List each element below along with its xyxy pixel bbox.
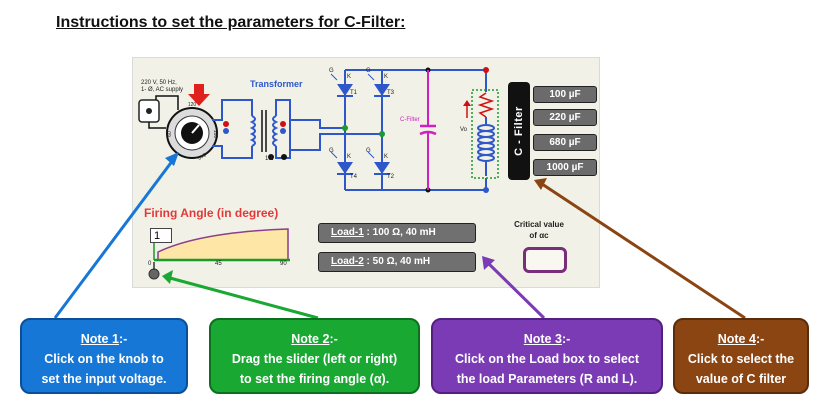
knob-tick-label: 180 — [212, 130, 218, 139]
resistor-icon — [477, 92, 495, 118]
svg-text:K: K — [384, 74, 388, 80]
load-1-button[interactable]: Load-1 : 100 Ω, 40 mH — [318, 223, 476, 243]
note-3: Note 3:- Click on the Load box to select… — [431, 318, 663, 394]
svg-text:45: 45 — [215, 261, 222, 267]
svg-text:K: K — [384, 154, 388, 160]
thyristor-t1-icon: G K T1 — [329, 68, 358, 97]
note-3-line2: the load Parameters (R and L). — [456, 372, 638, 386]
svg-text:T4: T4 — [350, 174, 358, 180]
load-2-params: : 50 Ω, 40 mH — [363, 256, 431, 267]
c-filter-label: C - Filter — [508, 82, 530, 180]
knob-tick-label: 60 — [167, 131, 173, 137]
note-4-suffix: :- — [755, 332, 765, 346]
capacitor-100uf-button[interactable]: 100 µF — [533, 86, 597, 103]
svg-text:T3: T3 — [387, 90, 395, 96]
ratio-label: 1:1 — [265, 156, 274, 162]
note-2-line1: Drag the slider (left or right) — [231, 352, 398, 366]
note-2-line2: to set the firing angle (α). — [239, 372, 390, 386]
svg-text:0: 0 — [148, 261, 152, 267]
note3-arrow — [482, 256, 546, 320]
vo-label: Vo — [460, 127, 468, 133]
note-2-heading: Note 2 — [291, 332, 330, 346]
knob-tick-label: 240 — [196, 151, 206, 160]
load-2-button[interactable]: Load-2 : 50 Ω, 40 mH — [318, 252, 476, 272]
load-1-params: : 100 Ω, 40 mH — [363, 227, 436, 238]
capacitor-220uf-button[interactable]: 220 µF — [533, 109, 597, 126]
note-1-line2: set the input voltage. — [41, 372, 167, 386]
capacitor-1000uf-button[interactable]: 1000 µF — [533, 159, 597, 176]
page-title: Instructions to set the parameters for C… — [56, 14, 406, 31]
supply-label-line1: 220 V, 50 Hz, — [141, 80, 177, 86]
load-dotted-box — [471, 89, 499, 179]
transformer-label: Transformer — [250, 79, 303, 89]
inductor-icon — [477, 117, 495, 176]
note-3-suffix: :- — [561, 332, 571, 346]
note-1: Note 1:- Click on the knob to set the in… — [20, 318, 188, 394]
note-4-line1: Click to select the — [687, 352, 795, 366]
note-1-suffix: :- — [118, 332, 128, 346]
critical-label-line2: of αc — [529, 231, 549, 240]
svg-text:K: K — [347, 154, 351, 160]
note-4-heading: Note 4 — [717, 332, 756, 346]
slider-handle — [148, 268, 160, 280]
note-2: Note 2:- Drag the slider (left or right)… — [209, 318, 420, 394]
note-2-suffix: :- — [329, 332, 338, 346]
svg-text:G: G — [329, 68, 334, 74]
thyristor-t3-icon: G K T3 — [366, 68, 395, 97]
svg-text:90: 90 — [280, 261, 287, 267]
svg-text:T1: T1 — [350, 90, 358, 96]
note-1-line1: Click on the knob to — [44, 352, 164, 366]
voltage-knob[interactable]: 120 180 240 60 — [166, 102, 218, 161]
firing-angle-slider[interactable]: 45 90 0 — [148, 258, 290, 280]
note-3-line1: Click on the Load box to select — [454, 352, 640, 366]
capacitor-icon — [419, 70, 437, 190]
load-1-name: Load-1 — [331, 227, 364, 238]
cfilter-small-label: C-Filter — [400, 117, 420, 123]
note4-arrow — [534, 178, 746, 320]
critical-value-display — [523, 247, 567, 273]
svg-text:T2: T2 — [387, 174, 395, 180]
svg-text:G: G — [366, 148, 371, 154]
critical-label-line1: Critical value — [514, 220, 564, 229]
note1-arrow — [53, 152, 179, 319]
firing-angle-title: Firing Angle (in degree) — [144, 206, 279, 220]
transformer-icon — [249, 110, 279, 152]
critical-value-label: Critical value of αc — [508, 219, 570, 241]
svg-text:K: K — [347, 74, 351, 80]
note-4-line2: value of C filter — [695, 372, 787, 386]
supply-label: 220 V, 50 Hz, 1- Ø, AC supply — [141, 80, 191, 94]
red-arrow-icon — [188, 84, 210, 106]
thyristor-t2-icon: G K T2 — [366, 148, 395, 180]
knob-tick-label: 120 — [188, 102, 197, 108]
supply-label-line2: 1- Ø, AC supply — [141, 87, 184, 93]
svg-text:G: G — [329, 148, 334, 154]
firing-angle-waveform — [153, 228, 289, 261]
note-4: Note 4:- Click to select the value of C … — [673, 318, 809, 394]
note-3-heading: Note 3 — [523, 332, 562, 346]
svg-text:G: G — [366, 68, 371, 74]
note2-arrow — [162, 270, 319, 320]
capacitor-680uf-button[interactable]: 680 µF — [533, 134, 597, 151]
note-1-heading: Note 1 — [80, 332, 119, 346]
load-2-name: Load-2 — [331, 256, 364, 267]
firing-angle-value: 1 — [150, 228, 172, 243]
thyristor-t4-icon: G K T4 — [329, 148, 358, 180]
